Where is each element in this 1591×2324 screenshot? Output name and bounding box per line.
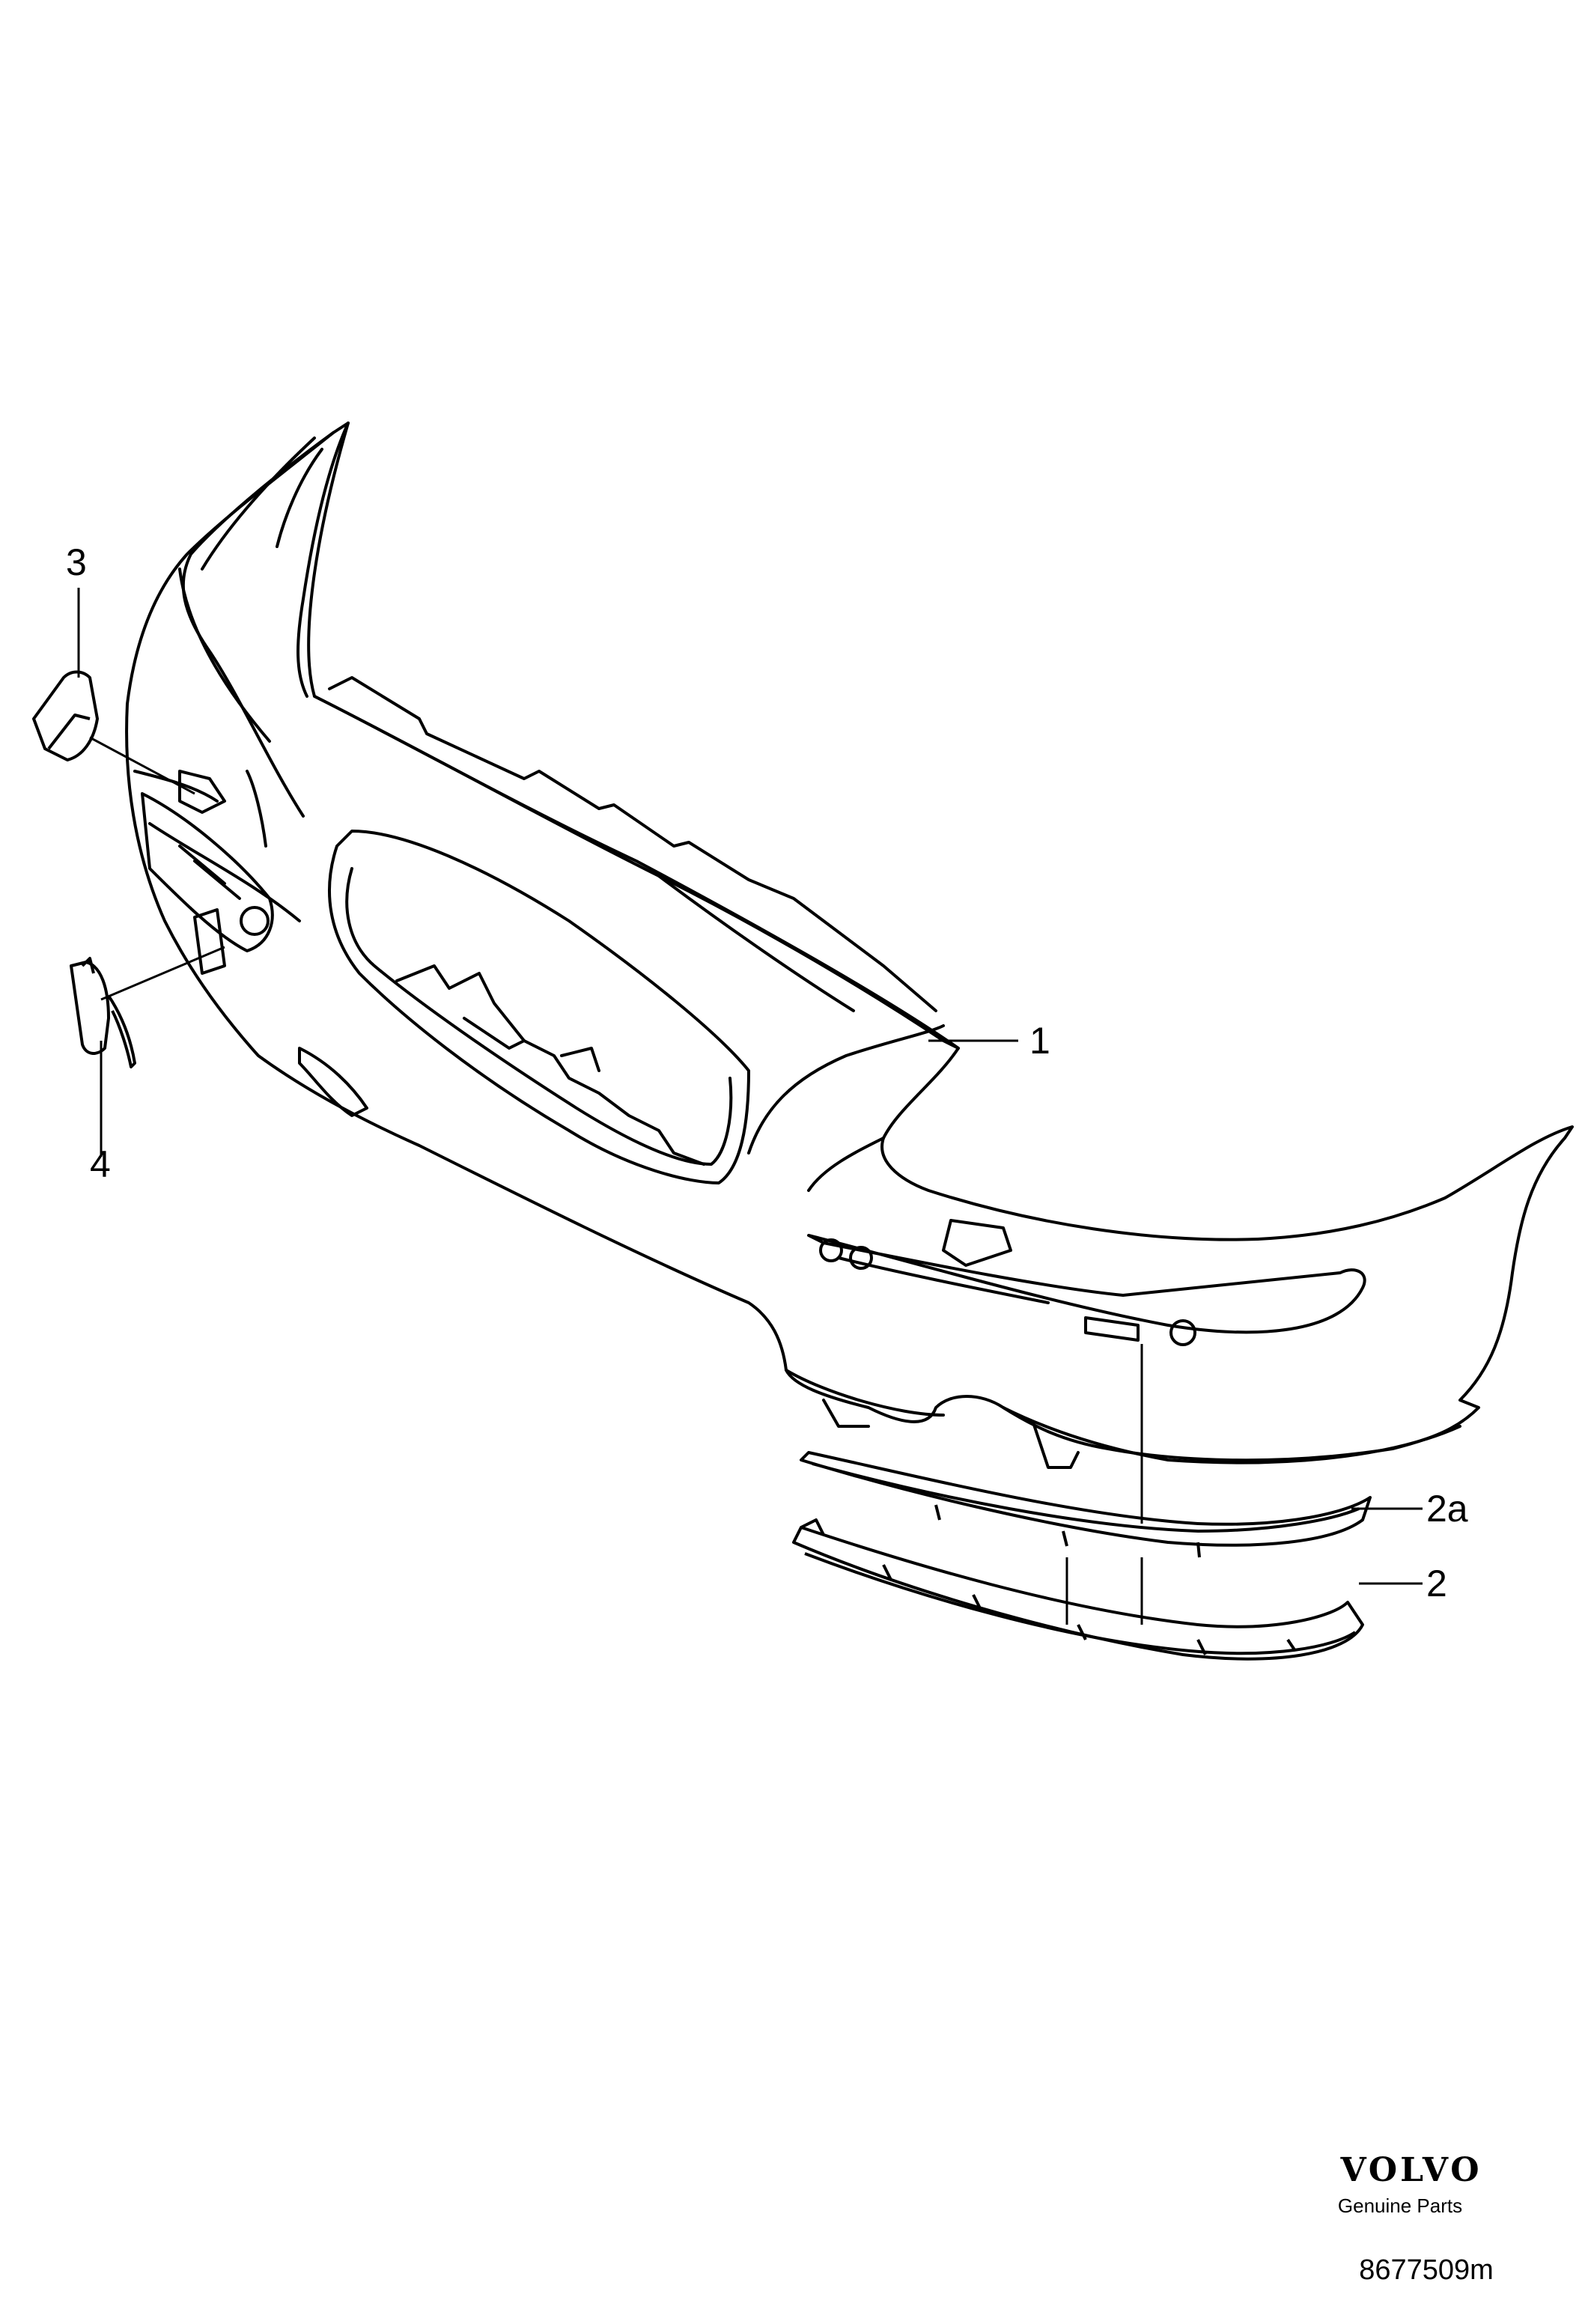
leader-lines <box>77 588 1423 1625</box>
bumper-cover <box>125 422 1574 1469</box>
brand-tagline: Genuine Parts <box>1338 2194 1462 2217</box>
callout-2: 2 <box>1426 1563 1447 1604</box>
spoiler-strip <box>800 1451 1372 1558</box>
lower-spoiler <box>792 1518 1364 1661</box>
callout-4: 4 <box>90 1143 111 1185</box>
brand-logo: VOLVO <box>1339 2151 1482 2189</box>
callout-1: 1 <box>1029 1020 1050 1062</box>
callout-3: 3 <box>66 541 87 583</box>
washer-cover <box>32 670 99 761</box>
callout-2a: 2a <box>1426 1488 1468 1530</box>
document-number: 8677509m <box>1359 2254 1494 2286</box>
tow-eye-cover <box>70 957 136 1068</box>
